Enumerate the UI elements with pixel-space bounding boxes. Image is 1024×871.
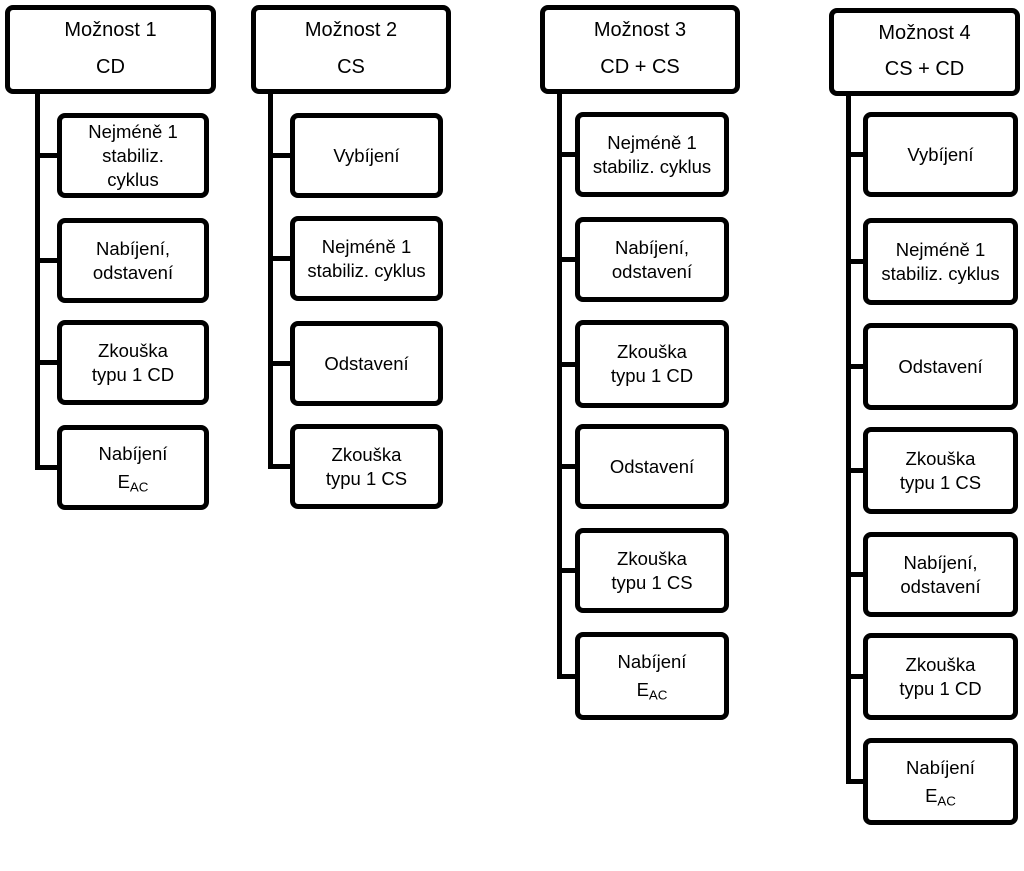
step-text: Nabíjení <box>98 442 168 464</box>
step-box: Nabíjení,odstavení <box>57 218 209 303</box>
step-text: odstavení <box>92 261 174 283</box>
step-text: Zkouška <box>98 339 168 361</box>
step-box: Nabíjení,odstavení <box>575 217 729 302</box>
connector-branch <box>35 360 59 365</box>
connector-branch <box>35 465 59 470</box>
connector-branch <box>557 568 577 573</box>
step-box: Zkouška typu 1 CD <box>575 320 729 408</box>
connector-branch <box>35 153 59 158</box>
connector-branch <box>268 153 292 158</box>
connector-spine <box>557 92 562 679</box>
connector-branch <box>268 464 292 469</box>
option-subtitle: CS <box>337 55 365 78</box>
connector-branch <box>846 364 865 369</box>
step-box: Odstavení <box>575 424 729 509</box>
step-box: Odstavení <box>290 321 443 406</box>
step-text: typu 1 CS <box>611 571 693 593</box>
step-text: Nabíjení, <box>903 551 978 573</box>
step-text: typu 1 CS <box>899 471 982 493</box>
step-text: Odstavení <box>609 455 695 477</box>
connector-spine <box>35 92 40 470</box>
step-text: odstavení <box>900 575 981 597</box>
step-text: Zkouška <box>617 547 687 569</box>
eac-symbol: EAC <box>636 679 668 703</box>
step-text: Nabíjení, <box>614 236 690 258</box>
step-text: stabiliz. cyklus <box>881 262 1000 284</box>
step-text: Vybíjení <box>907 143 974 165</box>
step-box: Vybíjení <box>290 113 443 198</box>
step-text: Zkouška <box>331 443 402 465</box>
step-text: Zkouška <box>905 653 976 675</box>
step-text: stabiliz. <box>102 144 164 166</box>
option-header-3: Možnost 3 CD + CS <box>540 5 740 94</box>
option-header-4: Možnost 4 CS + CD <box>829 8 1020 96</box>
step-text: Nejméně 1 <box>88 120 178 142</box>
step-text: Nabíjení <box>617 651 687 672</box>
connector-branch <box>846 674 865 679</box>
step-text: Nejméně 1 <box>321 235 412 257</box>
step-text: typu 1 CS <box>325 467 408 489</box>
step-text: typu 1 CD <box>91 363 175 385</box>
step-text: Nabíjení <box>906 756 975 778</box>
connector-branch <box>846 572 865 577</box>
option-header-1: Možnost 1 CD <box>5 5 216 94</box>
step-text: Nejméně 1 <box>895 238 986 260</box>
connector-branch <box>557 257 577 262</box>
option-subtitle: CD <box>96 55 125 78</box>
step-text: odstavení <box>611 260 693 282</box>
connector-branch <box>557 361 577 367</box>
connector-branch <box>268 256 292 261</box>
connector-branch <box>846 152 865 157</box>
step-text: Zkouška <box>905 447 976 469</box>
connector-branch <box>846 779 865 784</box>
eac-symbol: EAC <box>925 784 956 808</box>
step-text: cyklus <box>107 168 159 190</box>
step-box: Vybíjení <box>863 112 1018 197</box>
option-title: Možnost 3 <box>593 19 687 42</box>
connector-branch <box>557 673 577 679</box>
connector-branch <box>557 152 577 157</box>
connector-branch <box>35 258 59 263</box>
step-text: stabiliz. cyklus <box>307 259 426 281</box>
step-text: Odstavení <box>898 355 983 377</box>
option-title: Možnost 1 <box>64 19 157 42</box>
option-title: Možnost 4 <box>878 22 971 44</box>
connector-branch <box>557 464 577 469</box>
step-text: typu 1 CD <box>899 677 982 699</box>
step-text: typu 1 CD <box>610 365 694 386</box>
step-text: stabiliz. cyklus <box>592 155 712 177</box>
connector-branch <box>846 468 865 473</box>
eac-symbol: EAC <box>117 470 149 494</box>
step-text: Zkouška <box>617 341 687 362</box>
step-text: Nejméně 1 <box>607 131 697 153</box>
option-subtitle: CD + CS <box>600 55 680 78</box>
connector-branch <box>268 361 292 366</box>
step-text: Vybíjení <box>333 144 400 166</box>
step-text: Odstavení <box>324 352 409 374</box>
option-subtitle: CS + CD <box>884 58 965 80</box>
option-title: Možnost 2 <box>304 19 398 42</box>
step-box: Nabíjení,odstavení <box>863 532 1018 617</box>
connector-branch <box>846 259 865 264</box>
option-header-2: Možnost 2 CS <box>251 5 451 94</box>
connector-spine <box>846 94 851 784</box>
step-box: Odstavení <box>863 323 1018 410</box>
connector-spine <box>268 92 273 469</box>
step-text: Nabíjení, <box>95 237 171 259</box>
